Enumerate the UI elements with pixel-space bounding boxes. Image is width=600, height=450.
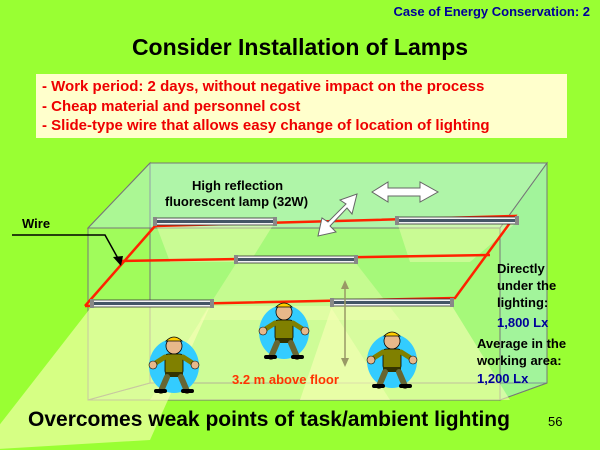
- direct-label-line2: under the: [497, 278, 557, 293]
- lamp-label-line2: fluorescent lamp (32W): [165, 194, 309, 209]
- bullet-work-period: - Work period: 2 days, without negative …: [42, 78, 485, 95]
- page-number: 56: [548, 414, 563, 429]
- height-arrow-icon: [341, 280, 349, 367]
- direct-label-line3: lighting:: [497, 295, 549, 310]
- case-label: Case of Energy Conservation: 2: [393, 4, 591, 19]
- average-label-line1: Average in the: [477, 336, 567, 351]
- fluorescent-lamp: [233, 254, 359, 265]
- bullet-slide-wire: - Slide-type wire that allows easy chang…: [42, 117, 490, 134]
- fluorescent-lamp: [152, 216, 278, 227]
- lamp-label-line1: High reflection: [192, 178, 284, 193]
- slide-title: Consider Installation of Lamps: [131, 34, 469, 60]
- bullet-cost: - Cheap material and personnel cost: [42, 97, 301, 115]
- bullet-box: - Work period: 2 days, without negative …: [36, 74, 567, 138]
- direct-illuminance-value: 1,800 Lx: [497, 315, 549, 330]
- average-label-line2: working area:: [477, 353, 562, 368]
- diagonal-double-arrow-icon: [317, 193, 358, 237]
- average-illuminance-value: 1,200 Lx: [477, 371, 529, 386]
- light-beam: [397, 222, 517, 262]
- fluorescent-lamp: [329, 297, 455, 308]
- fluorescent-lamp: [89, 298, 215, 309]
- light-beam: [0, 306, 210, 449]
- conclusion-text: Overcomes weak points of task/ambient li…: [28, 408, 510, 431]
- light-beam: [155, 222, 275, 262]
- double-arrow-icon: [371, 181, 440, 203]
- direct-label-line1: Directly: [497, 261, 545, 276]
- height-label: 3.2 m above floor: [232, 372, 339, 387]
- fluorescent-lamp: [394, 215, 520, 226]
- wire-pointer-arrow-icon: [12, 234, 123, 266]
- wire-label: Wire: [22, 216, 51, 231]
